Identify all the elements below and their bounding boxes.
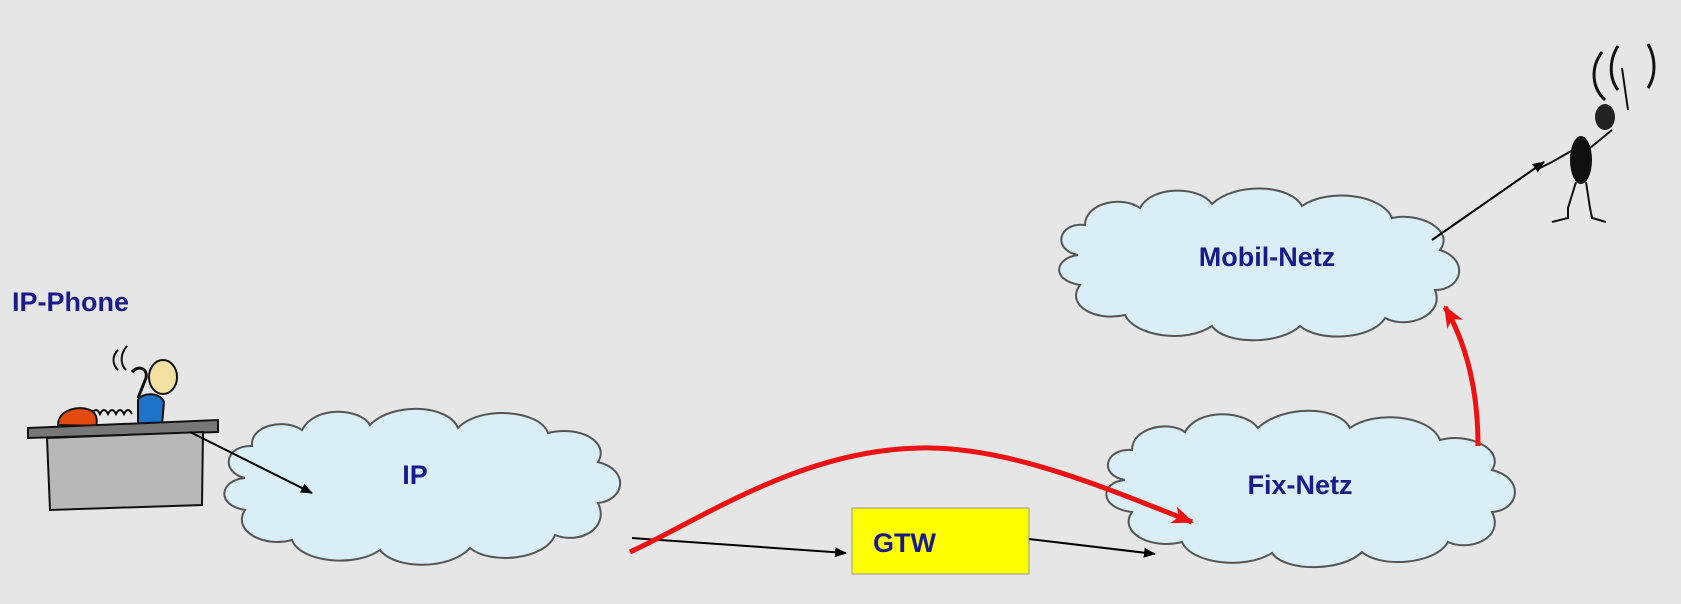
ip-to-gateway-connector bbox=[631, 537, 847, 558]
fix-netz-cloud-label: Fix-Netz bbox=[1247, 470, 1352, 500]
mobil-netz-cloud: Mobil-Netz bbox=[1058, 187, 1460, 342]
fix-netz-cloud: Fix-Netz bbox=[1105, 409, 1516, 569]
call-path-ip-to-fix-netz bbox=[628, 445, 1194, 555]
mobile-user-icon bbox=[1539, 43, 1656, 223]
gateway-box: GTW bbox=[851, 507, 1030, 575]
gateway-to-fix-netz-connector bbox=[1028, 538, 1156, 558]
gateway-label: GTW bbox=[873, 528, 936, 558]
mobil-netz-to-mobile-connector bbox=[1431, 161, 1545, 241]
mobil-netz-cloud-label: Mobil-Netz bbox=[1199, 242, 1335, 272]
ip-cloud: IP bbox=[223, 407, 622, 566]
ip-cloud-label: IP bbox=[402, 460, 428, 490]
ip-phone-label: IP-Phone bbox=[12, 287, 129, 317]
desk-phone-user-icon bbox=[27, 345, 219, 512]
call-path-fix-netz-to-mobil-netz bbox=[1442, 305, 1481, 447]
desk-to-ip-connector bbox=[189, 431, 313, 494]
